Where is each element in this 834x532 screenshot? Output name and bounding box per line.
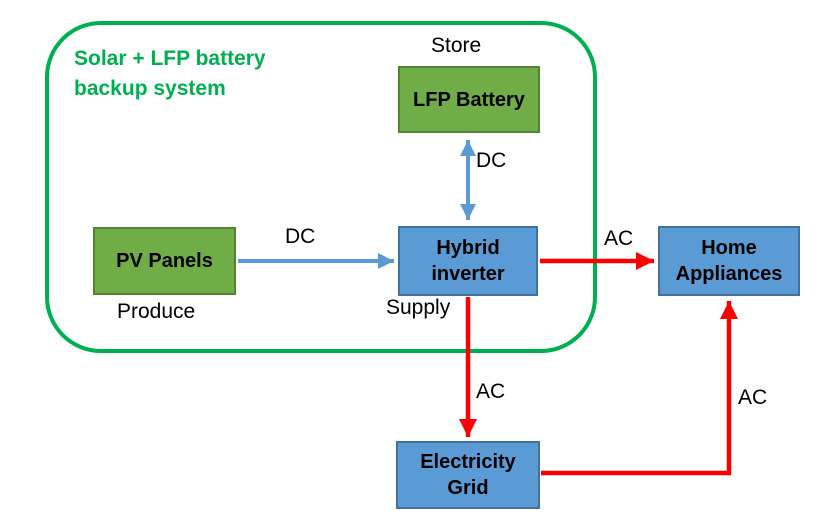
edge-label-grid-appliances-ac: AC bbox=[738, 386, 768, 409]
system-title: Solar + LFP battery backup system bbox=[74, 47, 266, 101]
edge-label-inverter-appliances-ac: AC bbox=[604, 227, 634, 250]
annotation-supply: Supply bbox=[386, 296, 451, 319]
node-pv-panels: PV Panels bbox=[93, 227, 236, 295]
edge-label-inverter-grid-ac: AC bbox=[476, 380, 506, 403]
edge-label-battery-inverter-dc: DC bbox=[476, 149, 507, 172]
node-electricity-grid-label: Electricity Grid bbox=[420, 451, 516, 499]
system-boundary-outline bbox=[45, 21, 597, 353]
node-hybrid-inverter-label: Hybrid inverter bbox=[431, 237, 505, 285]
edge-label-pv-inverter-dc: DC bbox=[285, 225, 316, 248]
node-home-appliances: Home Appliances bbox=[658, 226, 800, 296]
node-lfp-battery-label: LFP Battery bbox=[413, 88, 525, 111]
node-pv-panels-label: PV Panels bbox=[116, 250, 213, 272]
node-electricity-grid: Electricity Grid bbox=[396, 441, 540, 509]
node-lfp-battery: LFP Battery bbox=[398, 66, 540, 133]
node-home-appliances-label: Home Appliances bbox=[675, 237, 783, 285]
annotation-store: Store bbox=[431, 34, 482, 57]
annotation-produce: Produce bbox=[117, 300, 196, 323]
node-hybrid-inverter: Hybrid inverter bbox=[398, 226, 538, 296]
